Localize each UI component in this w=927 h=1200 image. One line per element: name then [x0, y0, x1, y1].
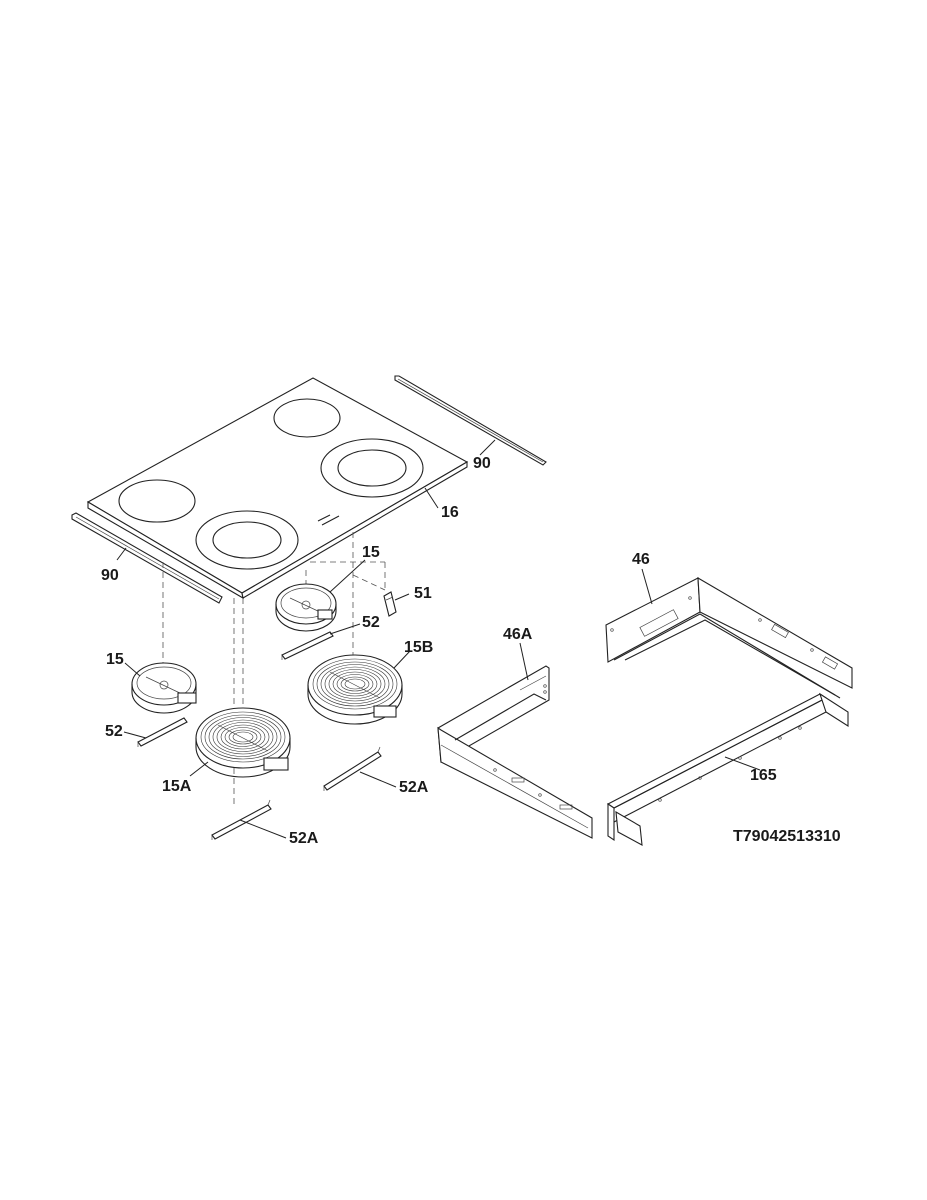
- bracket-52-front: [137, 717, 188, 747]
- element-large-front: [195, 707, 291, 778]
- callout-51: 51: [414, 585, 432, 602]
- diagram-code: T79042513310: [733, 828, 841, 845]
- callout-labels: 90 16 90 15 51 52 15 15B 52 15A 52A 52A …: [101, 455, 841, 847]
- alignment-lines: [162, 532, 386, 808]
- callout-15-rear: 15: [362, 544, 380, 561]
- callout-90-right: 90: [473, 455, 491, 472]
- bracket-52-rear: [281, 631, 334, 660]
- trim-strip-left: [71, 512, 223, 604]
- element-small-front: [131, 662, 197, 714]
- callout-15B: 15B: [404, 639, 433, 656]
- element-small-rear: [275, 583, 337, 632]
- callout-46: 46: [632, 551, 650, 568]
- callout-16: 16: [441, 504, 459, 521]
- frame-rear-46: [605, 577, 853, 699]
- callout-46A: 46A: [503, 626, 533, 643]
- callout-90-left: 90: [101, 567, 119, 584]
- sensor-part: [383, 591, 397, 617]
- callout-52-front: 52: [105, 723, 123, 740]
- callout-52A-rear: 52A: [399, 779, 429, 796]
- element-large-rear: [307, 654, 403, 725]
- trim-strip-right: [394, 375, 547, 466]
- leader-lines: [116, 439, 761, 839]
- bracket-52A-rear: [323, 746, 382, 791]
- callout-15-front: 15: [106, 651, 124, 668]
- callout-52A-front: 52A: [289, 830, 319, 847]
- callout-52-rear: 52: [362, 614, 380, 631]
- frame-side-46A: [437, 665, 593, 839]
- bracket-52A-front: [211, 799, 272, 840]
- callout-165: 165: [750, 767, 777, 784]
- frame-front-165: [606, 692, 849, 846]
- glass-cooktop: [86, 377, 469, 600]
- callout-15A: 15A: [162, 778, 192, 795]
